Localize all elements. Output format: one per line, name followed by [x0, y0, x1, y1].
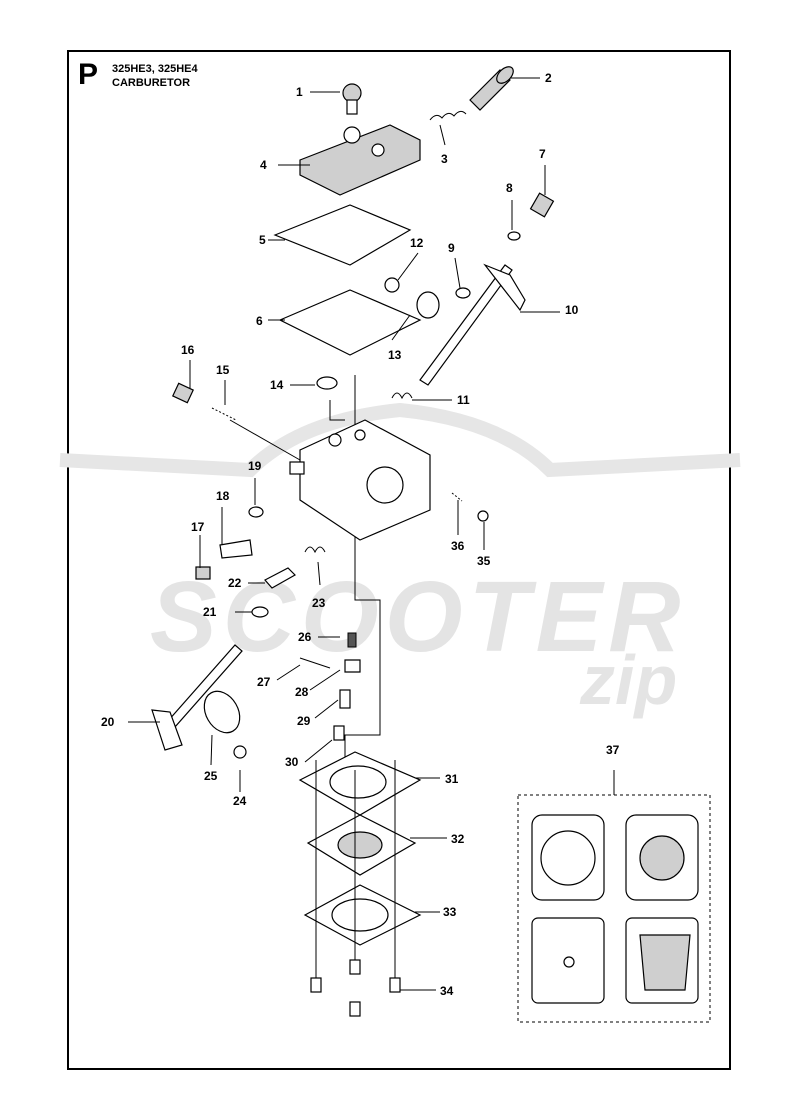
callout-21: 21 [203, 605, 217, 619]
callout-23: 23 [312, 596, 326, 610]
callout-29: 29 [297, 714, 311, 728]
callout-6: 6 [256, 314, 263, 328]
part-34-screws [310, 959, 401, 1017]
part-33-pump-cover [303, 884, 422, 946]
callout-14: 14 [270, 378, 284, 392]
part-7-screw [529, 192, 555, 218]
callout-22: 22 [228, 576, 242, 590]
callout-3: 3 [441, 152, 448, 166]
callout-5: 5 [259, 233, 266, 247]
part-26-spring [347, 632, 357, 648]
diagram-title: CARBURETOR [112, 77, 191, 89]
part-8-washer [507, 231, 521, 241]
part-24-screw [233, 745, 247, 759]
assembly-guide-line [344, 375, 381, 760]
part-11-spring [391, 392, 413, 400]
part-23-spring [304, 546, 326, 554]
callout-2: 2 [545, 71, 552, 85]
callout-35: 35 [477, 554, 491, 568]
callout-27: 27 [257, 675, 271, 689]
part-9-clip [455, 287, 471, 299]
callout-34: 34 [440, 984, 454, 998]
callout-15: 15 [216, 363, 230, 377]
watermark-subtext: zip [580, 641, 678, 719]
part-4-cover [299, 124, 421, 196]
callout-36: 36 [451, 539, 465, 553]
part-17-screw [195, 566, 211, 580]
part-28-lever [344, 659, 361, 673]
part-22-lever [264, 567, 296, 589]
callout-7: 7 [539, 147, 546, 161]
part-3-spring [429, 110, 467, 121]
part-36-spring [451, 492, 463, 502]
callout-4: 4 [260, 158, 267, 172]
callout-11: 11 [457, 393, 470, 407]
section-letter: P [78, 58, 99, 91]
callout-33: 33 [443, 905, 457, 919]
leader-lines [128, 77, 560, 991]
part-16-screw [171, 382, 195, 404]
part-10-throttle-shaft [419, 263, 526, 386]
part-13-throttle-valve [416, 291, 440, 319]
part-27-pin [299, 657, 331, 669]
part-14-ring [316, 376, 338, 390]
part-12-screw [384, 277, 400, 293]
callout-12: 12 [410, 236, 424, 250]
kit-37-gaskets [531, 814, 699, 1004]
callout-17: 17 [191, 520, 205, 534]
callout-8: 8 [506, 181, 513, 195]
callout-10: 10 [565, 303, 579, 317]
callout-25: 25 [204, 769, 218, 783]
part-20-choke-shaft [151, 644, 243, 751]
callout-19: 19 [248, 459, 262, 473]
part-25-choke-valve [203, 690, 241, 734]
callout-1: 1 [296, 85, 303, 99]
callout-20: 20 [101, 715, 115, 729]
callout-28: 28 [295, 685, 309, 699]
part-5-gasket [273, 204, 412, 266]
callout-9: 9 [448, 241, 455, 255]
part-35-ball [477, 510, 489, 522]
part-1-screw [342, 83, 362, 115]
part-2-primer [469, 66, 514, 111]
callout-24: 24 [233, 794, 247, 808]
callout-labels: 1 2 3 4 7 8 5 12 9 10 6 13 16 15 14 11 1… [101, 71, 620, 998]
part-32-pump-diaphragm [306, 814, 417, 876]
model-numbers: 325HE3, 325HE4 [112, 63, 198, 75]
part-6-diaphragm [278, 289, 422, 356]
part-30-screw [333, 725, 345, 741]
part-18-lever [219, 539, 253, 559]
part-19-washer [248, 506, 264, 518]
watermark-shape [59, 402, 741, 478]
diagram-frame [67, 50, 731, 1070]
part-31-gasket [298, 751, 422, 816]
callout-37: 37 [606, 743, 620, 757]
callout-13: 13 [388, 348, 402, 362]
part-29-needle [339, 689, 351, 709]
callout-18: 18 [216, 489, 230, 503]
callout-32: 32 [451, 832, 465, 846]
carburetor-body [289, 419, 431, 541]
callout-30: 30 [285, 755, 299, 769]
callout-26: 26 [298, 630, 312, 644]
part-21-washer [251, 606, 269, 618]
callout-31: 31 [445, 772, 459, 786]
callout-16: 16 [181, 343, 195, 357]
part-15-spring [211, 407, 237, 421]
